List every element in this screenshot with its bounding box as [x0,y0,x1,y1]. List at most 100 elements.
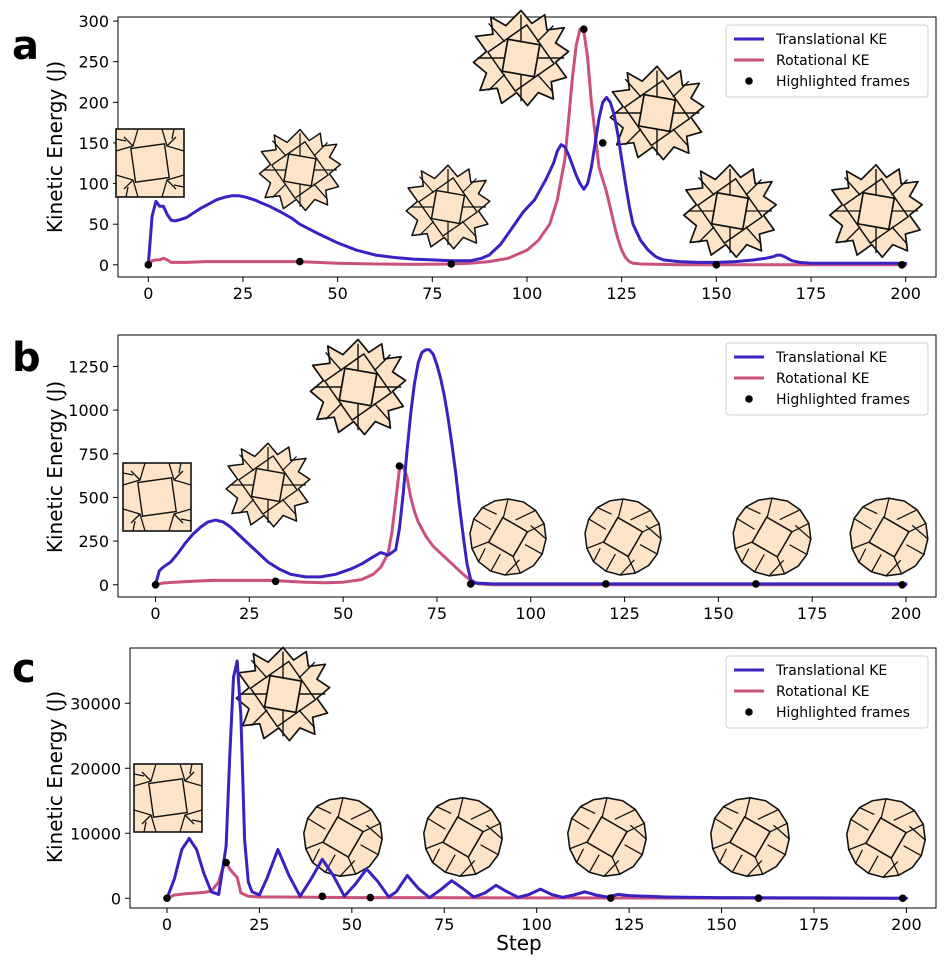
legend-translational-label: Translational KE [775,350,887,366]
x-tick-label: 200 [891,915,922,934]
x-tick-label: 0 [150,604,160,623]
highlighted-frame-point [466,580,475,588]
highlighted-frame-point [447,260,456,268]
highlighted-frame-point [366,893,375,902]
y-tick-label: 200 [78,93,109,112]
highlighted-frame-point [222,858,230,867]
highlighted-frame-point [754,894,763,902]
y-tick-label: 300 [78,12,109,31]
y-tick-label: 0 [99,256,109,275]
origami-inset-icon [849,497,929,577]
highlighted-frame-point [898,894,907,903]
y-tick-label: 250 [78,532,109,551]
origami-inset-icon [846,798,926,878]
highlighted-frame-point [580,25,588,33]
y-axis-label: Kinetic Energy (J) [43,381,67,553]
origami-inset-icon [405,164,491,250]
x-tick-label: 200 [890,284,921,303]
plot-frame [117,334,937,598]
legend: Translational KE Rotational KE Highlighted… [725,24,929,98]
x-tick-label: 50 [333,604,353,623]
legend-highlighted-label: Highlighted frames [776,705,910,721]
highlighted-frame-point [606,894,615,902]
legend-translational-label: Translational KE [775,32,887,48]
origami-inset-icon [682,163,778,259]
highlighted-frame-point [151,580,160,589]
panel-letter: c [12,646,36,692]
origami-inset-icon [235,646,331,742]
legend-box [725,655,929,729]
x-tick-label: 150 [706,915,737,934]
x-tick-label: 125 [614,915,645,934]
highlighted-frame-point [712,261,721,269]
legend-rotational-label: Rotational KE [776,684,870,700]
legend-translational-label: Translational KE [775,663,887,679]
highlighted-frame-point [395,462,404,470]
legend: Translational KE Rotational KE Highlighted… [725,342,929,416]
y-tick-label: 30000 [70,694,121,713]
x-tick-label: 25 [239,604,259,623]
legend-rotational-label: Rotational KE [776,53,870,69]
legend-highlighted-swatch [745,708,753,716]
y-tick-label: 100 [78,175,109,194]
legend-box [725,342,929,416]
translational-ke-line [154,348,908,587]
y-tick-label: 1250 [68,357,109,376]
y-tick-label: 0 [111,889,121,908]
origami-inset-icon [584,498,662,576]
x-axis-label: Step [496,931,542,955]
origami-inset-icon [115,128,185,198]
highlighted-frame-point [898,580,907,589]
highlighted-frame-point [318,892,327,901]
origami-inset-icon [133,763,203,833]
x-tick-label: 175 [796,284,827,303]
origami-inset-icon [469,498,547,576]
x-tick-label: 50 [327,284,347,303]
x-tick-label: 125 [606,284,637,303]
x-tick-label: 75 [427,604,447,623]
panel-letter: b [12,335,41,381]
legend-highlighted-swatch [745,395,753,403]
x-tick-label: 175 [797,604,828,623]
legend-highlighted-label: Highlighted frames [776,74,910,90]
x-tick-label: 200 [891,604,922,623]
highlighted-frame-point [271,577,280,586]
x-tick-label: 175 [799,915,830,934]
origami-inset-icon [710,797,790,877]
x-tick-label: 125 [609,604,640,623]
origami-inset-icon [472,9,570,107]
highlighted-frame-point [163,894,171,903]
legend-rotational-label: Rotational KE [776,371,870,387]
rotational-ke-line [165,861,908,900]
highlighted-frame-point [898,261,906,269]
highlighted-frame-point [601,580,610,588]
x-tick-label: 50 [342,915,362,934]
y-axis-label: Kinetic Energy (J) [43,691,67,863]
y-tick-label: 10000 [70,824,121,843]
y-tick-label: 150 [78,134,109,153]
highlighted-frame-point [295,257,304,266]
rotational-ke-line [146,27,908,267]
x-tick-label: 25 [233,284,253,303]
origami-inset-icon [423,797,503,877]
y-tick-label: 0 [99,576,109,595]
x-tick-label: 100 [512,284,543,303]
x-tick-label: 75 [422,284,442,303]
plot-frame [129,647,937,909]
legend-highlighted-swatch [745,77,753,85]
highlighted-frame-point [598,139,607,147]
translational-ke-line [165,659,908,900]
origami-inset-icon [309,338,407,436]
origami-inset-icon [122,462,192,532]
origami-inset-icon [567,797,647,877]
highlighted-frame-point [144,261,153,269]
legend-box [725,24,929,98]
x-tick-label: 150 [703,604,734,623]
legend-highlighted-label: Highlighted frames [776,392,910,408]
highlighted-frame-point [752,580,760,588]
legend: Translational KE Rotational KE Highlighted… [725,655,929,729]
